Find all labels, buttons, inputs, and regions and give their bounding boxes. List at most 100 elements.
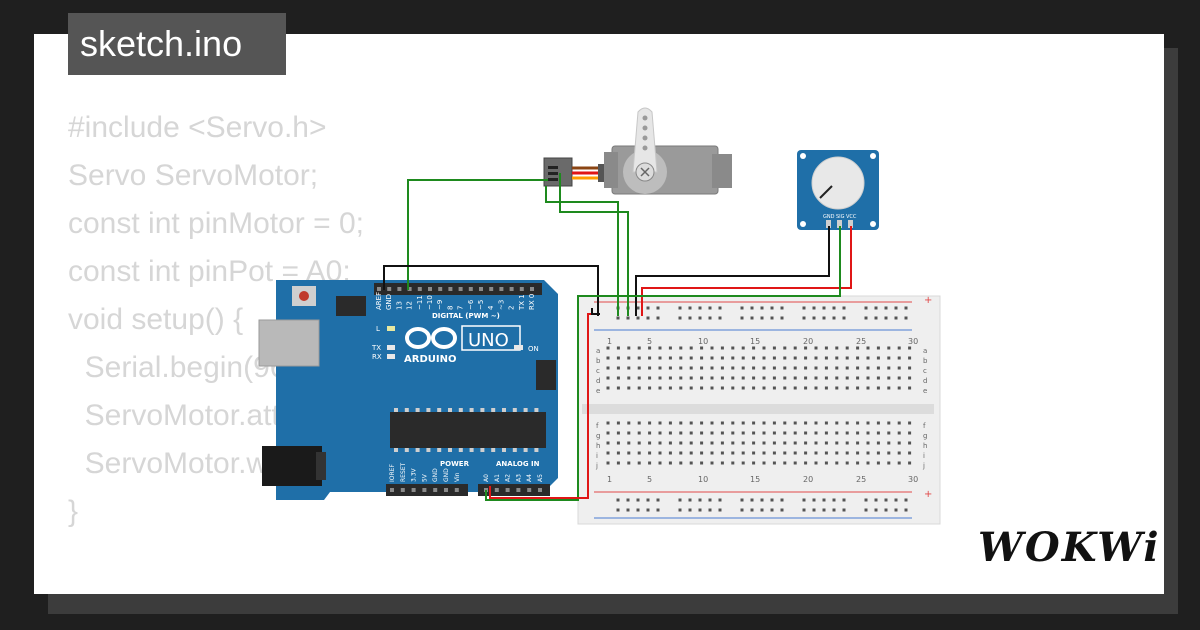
rail-hole[interactable] bbox=[864, 508, 868, 512]
rail-hole[interactable] bbox=[904, 508, 908, 512]
breadboard-hole[interactable] bbox=[658, 431, 662, 435]
rail-hole[interactable] bbox=[894, 306, 898, 310]
breadboard-hole[interactable] bbox=[668, 431, 672, 435]
breadboard-hole[interactable] bbox=[658, 356, 662, 360]
breadboard-hole[interactable] bbox=[887, 441, 891, 445]
breadboard-hole[interactable] bbox=[897, 356, 901, 360]
breadboard-hole[interactable] bbox=[887, 451, 891, 455]
breadboard-hole[interactable] bbox=[616, 376, 620, 380]
breadboard-hole[interactable] bbox=[824, 366, 828, 370]
breadboard-hole[interactable] bbox=[731, 356, 735, 360]
breadboard-hole[interactable] bbox=[824, 461, 828, 465]
breadboard-hole[interactable] bbox=[668, 451, 672, 455]
breadboard-hole[interactable] bbox=[824, 421, 828, 425]
breadboard-hole[interactable] bbox=[887, 431, 891, 435]
breadboard-hole[interactable] bbox=[824, 451, 828, 455]
breadboard-hole[interactable] bbox=[637, 441, 641, 445]
breadboard-hole[interactable] bbox=[731, 441, 735, 445]
breadboard-hole[interactable] bbox=[876, 356, 880, 360]
digital-pin[interactable] bbox=[468, 287, 473, 291]
breadboard-hole[interactable] bbox=[772, 356, 776, 360]
breadboard-hole[interactable] bbox=[908, 386, 912, 390]
breadboard-hole[interactable] bbox=[835, 451, 839, 455]
rail-hole[interactable] bbox=[740, 306, 744, 310]
rail-hole[interactable] bbox=[750, 508, 754, 512]
breadboard-hole[interactable] bbox=[814, 451, 818, 455]
breadboard-hole[interactable] bbox=[741, 386, 745, 390]
digital-pin[interactable] bbox=[489, 287, 494, 291]
breadboard-hole[interactable] bbox=[648, 356, 652, 360]
rail-hole[interactable] bbox=[718, 498, 722, 502]
rail-hole[interactable] bbox=[698, 316, 702, 320]
rail-hole[interactable] bbox=[688, 306, 692, 310]
breadboard-hole[interactable] bbox=[908, 421, 912, 425]
rail-hole[interactable] bbox=[656, 316, 660, 320]
breadboard-hole[interactable] bbox=[783, 376, 787, 380]
rail-hole[interactable] bbox=[646, 306, 650, 310]
breadboard-hole[interactable] bbox=[720, 346, 724, 350]
breadboard-hole[interactable] bbox=[627, 451, 631, 455]
breadboard-hole[interactable] bbox=[814, 431, 818, 435]
rail-hole[interactable] bbox=[688, 508, 692, 512]
breadboard-hole[interactable] bbox=[752, 431, 756, 435]
breadboard-hole[interactable] bbox=[908, 441, 912, 445]
breadboard-hole[interactable] bbox=[856, 356, 860, 360]
breadboard-hole[interactable] bbox=[814, 461, 818, 465]
breadboard-hole[interactable] bbox=[731, 346, 735, 350]
breadboard-hole[interactable] bbox=[679, 441, 683, 445]
breadboard-hole[interactable] bbox=[658, 376, 662, 380]
breadboard-hole[interactable] bbox=[887, 356, 891, 360]
breadboard-hole[interactable] bbox=[731, 461, 735, 465]
breadboard-hole[interactable] bbox=[668, 441, 672, 445]
rail-hole[interactable] bbox=[646, 508, 650, 512]
breadboard-hole[interactable] bbox=[752, 441, 756, 445]
breadboard-hole[interactable] bbox=[616, 366, 620, 370]
digital-pin[interactable] bbox=[458, 287, 463, 291]
rail-hole[interactable] bbox=[678, 498, 682, 502]
wire-pot-signal[interactable] bbox=[485, 226, 841, 501]
breadboard-hole[interactable] bbox=[752, 346, 756, 350]
breadboard-hole[interactable] bbox=[814, 376, 818, 380]
breadboard-hole[interactable] bbox=[783, 421, 787, 425]
breadboard-hole[interactable] bbox=[804, 421, 808, 425]
breadboard-hole[interactable] bbox=[752, 461, 756, 465]
breadboard-hole[interactable] bbox=[637, 366, 641, 370]
breadboard-hole[interactable] bbox=[866, 431, 870, 435]
rail-hole[interactable] bbox=[802, 316, 806, 320]
rail-hole[interactable] bbox=[842, 508, 846, 512]
breadboard-hole[interactable] bbox=[866, 461, 870, 465]
wire-arduino-gnd[interactable] bbox=[383, 265, 599, 316]
rail-hole[interactable] bbox=[708, 316, 712, 320]
rail-hole[interactable] bbox=[740, 316, 744, 320]
wire-servo-signal[interactable] bbox=[407, 179, 548, 290]
rail-hole[interactable] bbox=[812, 306, 816, 310]
breadboard-hole[interactable] bbox=[856, 461, 860, 465]
breadboard-hole[interactable] bbox=[606, 346, 610, 350]
breadboard-hole[interactable] bbox=[835, 441, 839, 445]
breadboard-hole[interactable] bbox=[731, 421, 735, 425]
breadboard-hole[interactable] bbox=[648, 386, 652, 390]
breadboard-hole[interactable] bbox=[700, 441, 704, 445]
analog-pin[interactable] bbox=[516, 488, 521, 492]
breadboard-hole[interactable] bbox=[616, 451, 620, 455]
breadboard-hole[interactable] bbox=[606, 421, 610, 425]
breadboard-hole[interactable] bbox=[856, 346, 860, 350]
breadboard-hole[interactable] bbox=[710, 441, 714, 445]
breadboard-hole[interactable] bbox=[741, 441, 745, 445]
power-pin[interactable] bbox=[454, 488, 459, 492]
breadboard-hole[interactable] bbox=[668, 376, 672, 380]
breadboard-hole[interactable] bbox=[637, 346, 641, 350]
rail-hole[interactable] bbox=[626, 316, 630, 320]
breadboard-hole[interactable] bbox=[720, 431, 724, 435]
breadboard-hole[interactable] bbox=[824, 356, 828, 360]
breadboard-hole[interactable] bbox=[876, 421, 880, 425]
breadboard-hole[interactable] bbox=[752, 376, 756, 380]
rail-hole[interactable] bbox=[760, 306, 764, 310]
breadboard-hole[interactable] bbox=[845, 366, 849, 370]
rail-hole[interactable] bbox=[812, 498, 816, 502]
breadboard-hole[interactable] bbox=[908, 366, 912, 370]
digital-pin[interactable] bbox=[499, 287, 504, 291]
breadboard-hole[interactable] bbox=[627, 441, 631, 445]
breadboard-hole[interactable] bbox=[908, 376, 912, 380]
rail-hole[interactable] bbox=[718, 306, 722, 310]
